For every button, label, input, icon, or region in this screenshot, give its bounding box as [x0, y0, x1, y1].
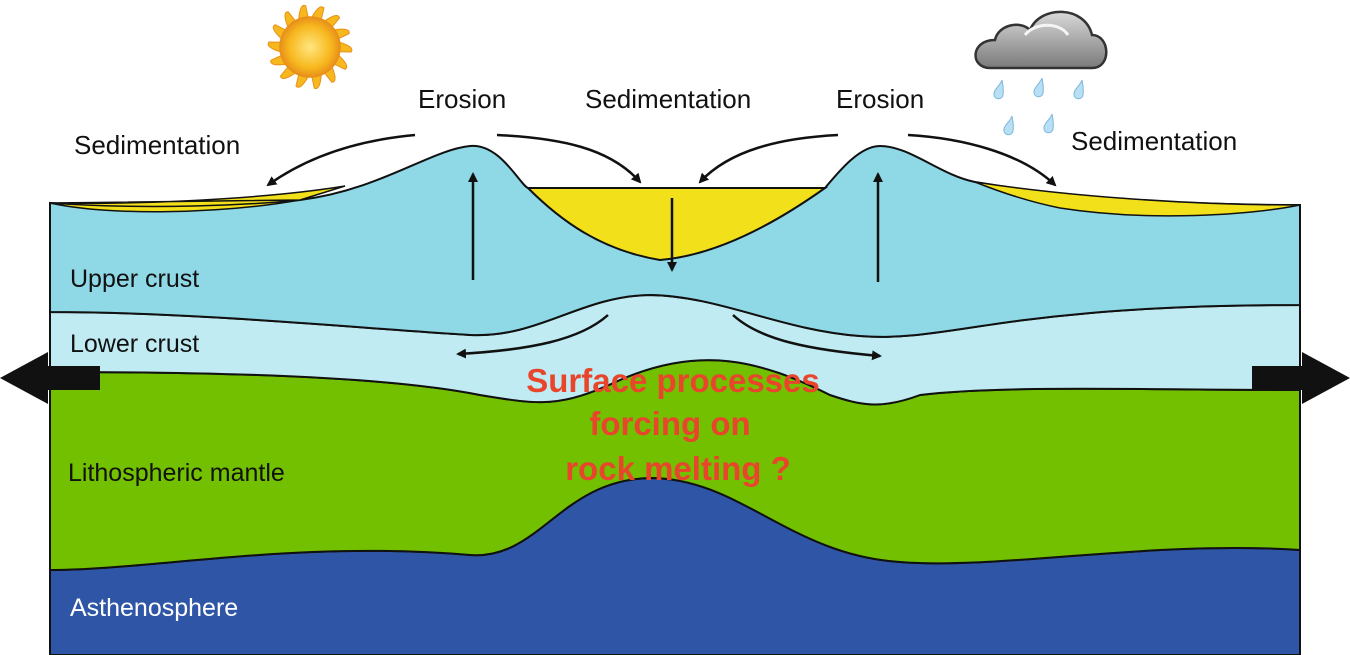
label-sedimentation-right: Sedimentation: [1071, 126, 1237, 156]
label-sedimentation-left: Sedimentation: [74, 130, 240, 160]
transport-arrow-erosion-left-to-left: [266, 133, 416, 187]
transport-arrow-erosion-right-to-center: [698, 133, 839, 184]
extension-arrow-icon-right: [1252, 352, 1350, 404]
extension-arrow-icon-left: [0, 352, 100, 404]
transport-arrow-erosion-left-to-center: [496, 133, 642, 184]
label-upper-crust: Upper crust: [70, 265, 199, 293]
label-erosion-left: Erosion: [418, 84, 506, 114]
transport-arrow-erosion-right-to-right: [907, 133, 1057, 187]
crustal-flow-arrow-left: [456, 314, 609, 359]
sediment-right: [974, 181, 1301, 217]
crustal-flow-arrow-right: [732, 314, 882, 361]
sediment-center-basin: [525, 187, 829, 262]
label-erosion-right: Erosion: [836, 84, 924, 114]
question-line-2: forcing on: [589, 405, 750, 442]
rain-cloud-icon: [974, 10, 1108, 136]
sun-icon: [267, 4, 353, 90]
label-lower-crust: Lower crust: [70, 330, 199, 358]
question-line-3: rock melting ?: [565, 450, 791, 487]
label-sedimentation-center: Sedimentation: [585, 84, 751, 114]
label-lithospheric-mantle: Lithospheric mantle: [68, 459, 285, 487]
label-asthenosphere: Asthenosphere: [70, 594, 238, 622]
sediment-left: [49, 185, 346, 213]
question-line-1: Surface processes: [526, 362, 820, 399]
